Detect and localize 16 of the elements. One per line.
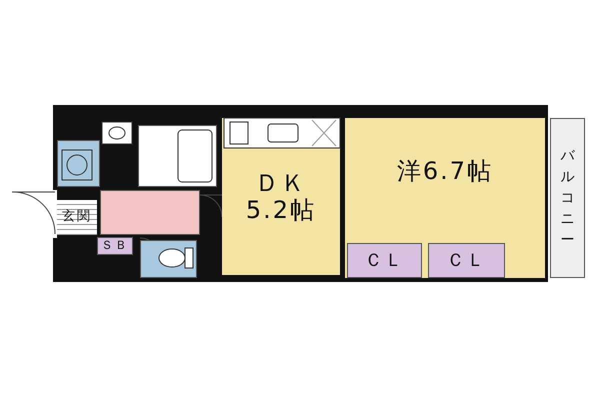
- room-label: ＣＬ: [446, 250, 486, 270]
- room-label: ＤＫ: [255, 170, 307, 196]
- room-label: ＳＢ: [101, 239, 129, 253]
- room-label: 洋6.7帖: [396, 158, 494, 184]
- shoe-box-area: [97, 237, 133, 255]
- washroom-area: [57, 140, 100, 187]
- room-label: 玄関: [62, 210, 92, 225]
- hallway-area: [100, 190, 200, 235]
- room-label: ＣＬ: [364, 250, 404, 270]
- balcony-area: [550, 118, 585, 278]
- closet-area: [347, 243, 422, 278]
- closet-area: [428, 243, 505, 278]
- entrance-area: [57, 200, 97, 235]
- room-label: 5.2帖: [246, 196, 316, 223]
- western-room-area: [345, 118, 545, 278]
- room-label: バルコニー: [560, 146, 574, 250]
